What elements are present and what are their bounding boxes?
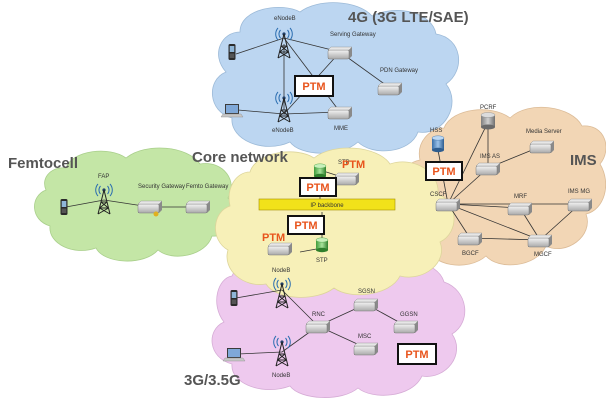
femto-gateway-device [185, 200, 211, 214]
ptm-box-umts: PTM [397, 343, 437, 365]
pcrf-cylinder [480, 112, 496, 130]
ims-as-device [475, 162, 501, 176]
core-cloud-title: Core network [192, 149, 289, 166]
serving-gateway-text: Serving Gateway [330, 32, 376, 38]
stp-bottom-label: STP [316, 258, 328, 264]
femtocell-cloud-title: Femtocell [8, 155, 78, 172]
ptm-label-umts: PTM [405, 349, 428, 361]
ptm-box-lte: PTM [294, 75, 334, 97]
enodeb-top-label: eNodeB [274, 16, 296, 22]
sgsn-device [353, 298, 379, 312]
stp-top-cylinder [313, 163, 327, 179]
sgsn-label: SGSN [358, 289, 375, 295]
lock-icon [153, 211, 159, 217]
security-gateway-label: Security Gateway [138, 184, 185, 190]
ptm-label-core-inline-bottom: PTM [262, 232, 285, 244]
ip-backbone-bar: IP backbone [258, 198, 396, 211]
ptm-box-ims: PTM [425, 161, 463, 181]
core-device-right [334, 172, 360, 186]
umts-phone [230, 290, 238, 306]
ptm-box-core-2: PTM [287, 215, 325, 235]
mgcf-device [527, 234, 553, 248]
ptm-label-core-inline-top: PTM [342, 159, 365, 171]
enodeb-bottom-label: eNodeB [272, 128, 294, 134]
ptm-label-core-2: PTM [294, 220, 317, 232]
media-server-label: Media Server [526, 129, 562, 135]
ims-mg-device [567, 198, 593, 212]
pdn-gateway-label: PDN Gateway [380, 68, 418, 74]
serving-gateway-label: Serving Gateway [330, 32, 376, 38]
ims-mg-label: IMS MG [568, 189, 590, 195]
serving-gateway-device [327, 46, 353, 60]
cscf-device [435, 198, 461, 212]
hss-cylinder [431, 135, 445, 153]
bgcf-device [457, 232, 483, 246]
mgcf-label: MGCF [534, 252, 552, 258]
msc-label: MSC [358, 334, 372, 340]
ip-backbone-label: IP backbone [310, 203, 344, 209]
bgcf-label: BGCF [462, 251, 479, 257]
ptm-label-ims: PTM [432, 166, 455, 178]
mrf-device [507, 202, 533, 216]
ptm-label-core-1: PTM [306, 182, 329, 194]
cloud-core [215, 147, 455, 298]
cloud-lte [211, 2, 460, 154]
mrf-label: MRF [514, 194, 527, 200]
rnc-device [305, 320, 331, 334]
ggsn-label: GGSN [400, 312, 418, 318]
media-server-device [529, 140, 555, 154]
ptm-label-lte: PTM [302, 81, 325, 93]
ims-cloud-title: IMS [570, 152, 597, 169]
lte-phone [228, 44, 236, 60]
hss-label: HSS [430, 128, 442, 134]
fap-label: FAP [98, 174, 109, 180]
femto-gateway-label: Femto Gateway [186, 184, 228, 190]
ggsn-device [393, 320, 419, 334]
ptm-box-core-1: PTM [299, 177, 337, 197]
ims-as-label: IMS AS [480, 154, 500, 160]
mme-label: MME [334, 126, 348, 132]
stp-bottom-cylinder [315, 237, 329, 253]
stp-top-label: STP [338, 160, 350, 166]
umts-cloud-title: 3G/3.5G [184, 372, 241, 389]
core-device-left [267, 242, 293, 256]
nodeb-top-label: NodeB [272, 268, 290, 274]
rnc-label: RNC [312, 312, 326, 318]
nodeb-bottom-label: NodeB [272, 373, 290, 379]
msc-device [353, 342, 379, 356]
mme-device [327, 106, 353, 120]
security-gateway-device [137, 200, 163, 214]
pdn-gateway-device [377, 82, 403, 96]
lte-cloud-title: 4G (3G LTE/SAE) [348, 9, 469, 26]
pcrf-label: PCRF [480, 105, 497, 111]
cscf-label: CSCF [430, 192, 447, 198]
femto-phone [60, 199, 68, 215]
